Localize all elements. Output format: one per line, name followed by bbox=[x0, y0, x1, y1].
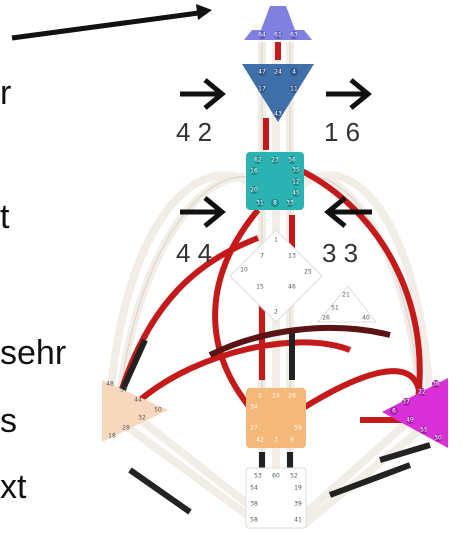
gate-23: 23 bbox=[271, 157, 279, 164]
gate-62: 62 bbox=[254, 157, 262, 164]
gate-27: 27 bbox=[250, 425, 258, 432]
arrow-bottom-right: 3 3 bbox=[322, 196, 372, 268]
side-text-line-2: t bbox=[0, 198, 10, 236]
gate-12: 12 bbox=[292, 179, 300, 186]
gate-32: 32 bbox=[138, 415, 146, 422]
gate-50: 50 bbox=[154, 407, 162, 414]
gate-42: 42 bbox=[256, 437, 264, 444]
gate-33: 33 bbox=[286, 200, 294, 207]
gate-48: 48 bbox=[106, 381, 114, 388]
gate-30: 30 bbox=[434, 435, 442, 442]
gate-64: 64 bbox=[258, 32, 266, 39]
gate-40: 40 bbox=[362, 315, 370, 322]
g-center: 1 7 13 10 25 15 46 2 bbox=[229, 229, 323, 323]
gate-16: 16 bbox=[250, 168, 258, 175]
gate-49: 49 bbox=[406, 417, 414, 424]
gate-9: 9 bbox=[290, 437, 294, 444]
gate-28: 28 bbox=[122, 425, 130, 432]
ego-center: 21 51 26 40 bbox=[316, 285, 378, 323]
arrow-top-right: 1 6 bbox=[324, 78, 372, 147]
spleen-center: 48 57 44 50 32 28 18 bbox=[102, 380, 168, 442]
gate-5: 5 bbox=[258, 393, 262, 400]
gate-58: 58 bbox=[250, 517, 258, 524]
gate-3: 3 bbox=[274, 437, 278, 444]
root-center: 53 60 52 54 19 38 39 58 41 bbox=[245, 467, 307, 529]
gate-57: 57 bbox=[120, 387, 128, 394]
gate-26: 26 bbox=[322, 315, 330, 322]
solar-plexus-center: 36 22 37 6 49 55 30 bbox=[382, 378, 448, 448]
gate-51: 51 bbox=[331, 305, 339, 312]
gate-25: 25 bbox=[304, 269, 312, 276]
gate-21: 21 bbox=[342, 292, 350, 299]
gate-41: 41 bbox=[294, 517, 302, 524]
gate-46: 46 bbox=[288, 284, 296, 291]
gate-47: 47 bbox=[258, 69, 266, 76]
gate-1: 1 bbox=[274, 237, 278, 244]
gate-14: 14 bbox=[272, 393, 280, 400]
gate-56: 56 bbox=[288, 157, 296, 164]
side-text-line-1: r bbox=[0, 74, 12, 112]
gate-59: 59 bbox=[294, 425, 302, 432]
gate-2: 2 bbox=[274, 309, 278, 316]
gate-39: 39 bbox=[294, 501, 302, 508]
gate-7: 7 bbox=[260, 253, 264, 260]
gate-19: 19 bbox=[294, 485, 302, 492]
gate-35: 35 bbox=[292, 167, 300, 174]
gate-34: 34 bbox=[250, 404, 258, 411]
pointer-arrowhead bbox=[196, 4, 212, 20]
gate-36: 36 bbox=[432, 381, 440, 388]
gate-20: 20 bbox=[250, 187, 258, 194]
gate-15: 15 bbox=[256, 284, 264, 291]
sacral-center: 5 14 29 34 27 59 42 3 9 bbox=[246, 388, 306, 448]
gate-13: 13 bbox=[288, 253, 296, 260]
ajna-center: 47 24 4 17 11 43 bbox=[242, 64, 314, 122]
arrow-top-left: 4 2 bbox=[176, 78, 226, 147]
side-text-line-5: xt bbox=[0, 468, 27, 506]
gate-45: 45 bbox=[292, 190, 300, 197]
gate-17: 17 bbox=[258, 86, 266, 93]
gate-31: 31 bbox=[256, 200, 264, 207]
arrow-label-top-left: 4 2 bbox=[176, 117, 212, 147]
gate-38: 38 bbox=[250, 501, 258, 508]
gate-53: 53 bbox=[254, 473, 262, 480]
head-center: 64 61 63 bbox=[244, 6, 312, 40]
side-text-line-3: sehr bbox=[0, 334, 67, 372]
gate-63: 63 bbox=[290, 32, 298, 39]
gate-55: 55 bbox=[420, 427, 428, 434]
gate-61: 61 bbox=[274, 32, 282, 39]
gate-24: 24 bbox=[274, 69, 282, 76]
gate-43: 43 bbox=[274, 111, 282, 118]
arrow-label-bottom-right: 3 3 bbox=[322, 238, 358, 268]
channel-dark-red bbox=[208, 325, 391, 358]
arrow-bottom-left: 4 4 bbox=[176, 196, 226, 268]
gate-44: 44 bbox=[134, 397, 142, 404]
arrow-label-bottom-left: 4 4 bbox=[176, 238, 212, 268]
gate-6: 6 bbox=[392, 408, 396, 415]
gate-29: 29 bbox=[288, 393, 296, 400]
gate-22: 22 bbox=[418, 389, 426, 396]
gate-11: 11 bbox=[290, 86, 298, 93]
gate-54: 54 bbox=[250, 485, 258, 492]
gate-52: 52 bbox=[290, 473, 298, 480]
gate-18: 18 bbox=[108, 433, 116, 440]
gate-37: 37 bbox=[402, 399, 410, 406]
gate-8: 8 bbox=[273, 200, 277, 207]
arrow-label-top-right: 1 6 bbox=[324, 117, 360, 147]
pointer-line bbox=[11, 9, 207, 41]
side-text-line-4: s bbox=[0, 402, 17, 440]
gate-60: 60 bbox=[272, 473, 280, 480]
gate-10: 10 bbox=[240, 267, 248, 274]
gate-4: 4 bbox=[292, 69, 296, 76]
throat-center: 62 23 56 16 35 12 20 45 31 8 33 bbox=[246, 152, 304, 210]
